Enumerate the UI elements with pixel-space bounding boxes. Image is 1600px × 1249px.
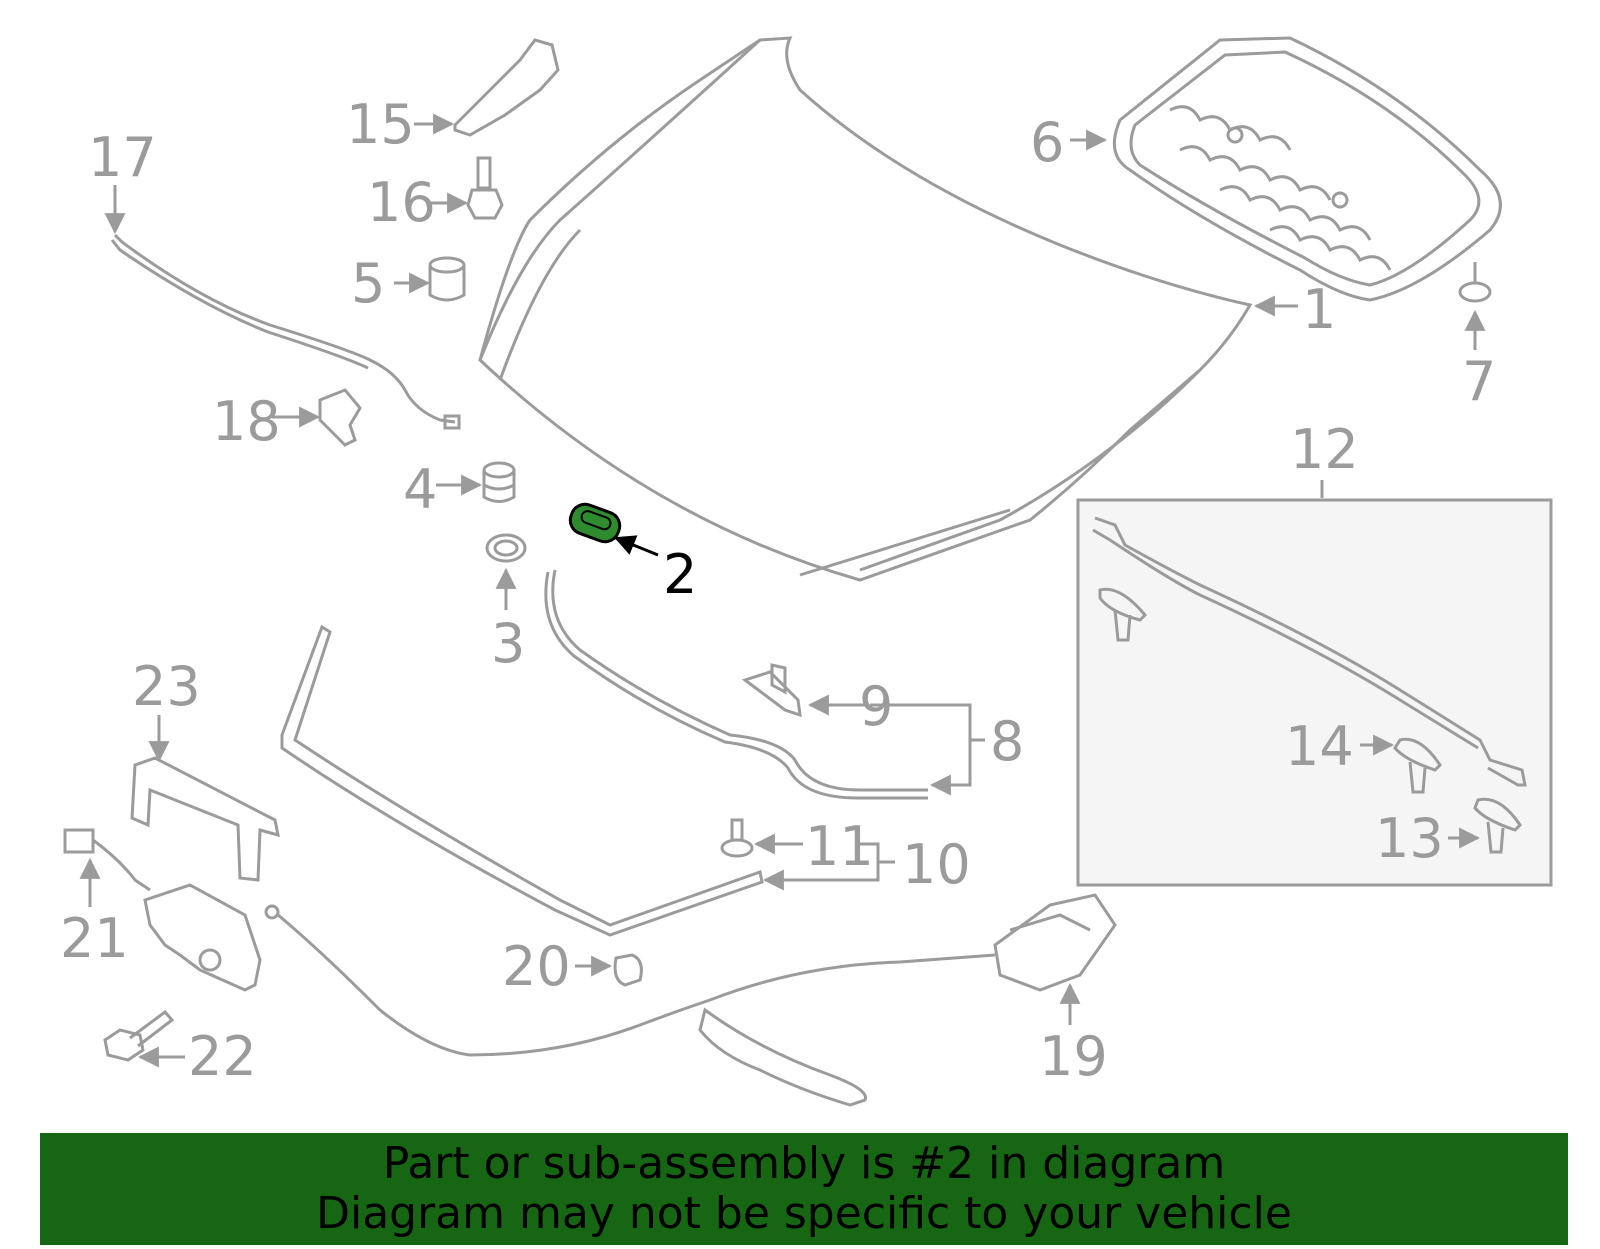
callout-8: 8 (990, 710, 1025, 773)
part-15-hinge (453, 38, 560, 137)
callout-10: 10 (902, 833, 971, 896)
part-8-seal (544, 569, 928, 800)
callout-1: 1 (1302, 278, 1337, 341)
part-5-bumper (428, 256, 466, 302)
callout-21: 21 (60, 907, 129, 970)
callout-6: 6 (1030, 111, 1065, 174)
callout-22: 22 (188, 1025, 257, 1088)
parts-diagram (63, 36, 1553, 1107)
callout-4: 4 (403, 458, 438, 521)
callout-9: 9 (859, 675, 894, 738)
leader-line-2 (614, 535, 659, 557)
part-9-clip (741, 663, 802, 718)
callout-16: 16 (367, 171, 436, 234)
part-4-bumper (482, 461, 516, 503)
part-2-seal-highlighted (568, 502, 622, 544)
part-12-panel (1076, 498, 1553, 887)
callout-18: 18 (212, 390, 281, 453)
part-12-weatherstrip (1092, 516, 1527, 787)
part-7-clip (1458, 262, 1492, 303)
part-23-bracket (130, 756, 280, 882)
callout-11: 11 (805, 815, 874, 878)
part-1-hood (478, 36, 1253, 582)
callout-12: 12 (1290, 418, 1359, 481)
part-11-clip (720, 818, 754, 858)
callout-13: 13 (1375, 807, 1444, 870)
info-banner: Part or sub-assembly is #2 in diagram Di… (40, 1133, 1568, 1245)
part-20-clip (613, 953, 643, 987)
callout-19: 19 (1039, 1025, 1108, 1088)
part-21-latch (63, 828, 262, 992)
part-16-bolt (466, 156, 504, 220)
callout-20: 20 (502, 935, 571, 998)
part-18-clip (318, 388, 362, 447)
banner-line-part: Part or sub-assembly is #2 in diagram (382, 1138, 1226, 1189)
part-6-insulator (1112, 36, 1502, 302)
leader-lines (79, 113, 1486, 1068)
banner-line-disclaimer: Diagram may not be specific to your vehi… (316, 1188, 1292, 1239)
callout-15: 15 (346, 93, 415, 156)
callout-17: 17 (88, 126, 157, 189)
part-19-release-cable (264, 893, 1117, 1107)
part-10-seal (280, 624, 764, 937)
callout-3: 3 (491, 612, 526, 675)
part-22-bolt (103, 1009, 175, 1062)
callout-7: 7 (1462, 350, 1497, 413)
callout-2: 2 (663, 543, 698, 606)
part-17-cable (110, 233, 461, 430)
callout-23: 23 (132, 655, 201, 718)
callout-14: 14 (1285, 715, 1354, 778)
part-12-clips (1098, 587, 1522, 854)
callout-5: 5 (351, 252, 386, 315)
part-3-washer (485, 533, 527, 563)
